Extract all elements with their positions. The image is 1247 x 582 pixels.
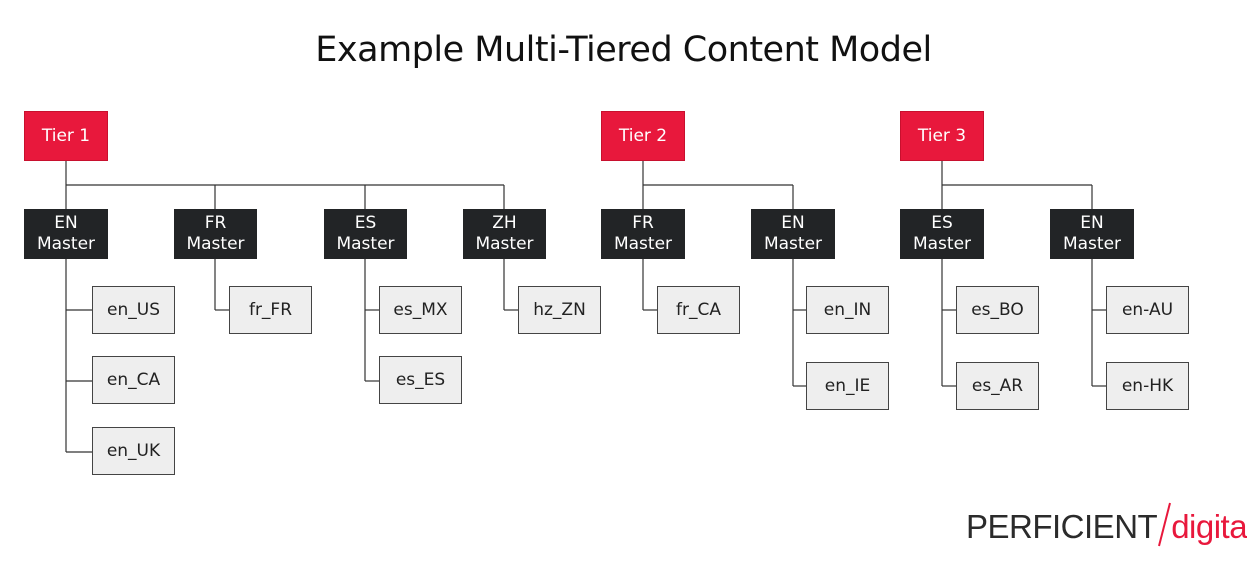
leaf-es-ar: es_AR	[956, 362, 1039, 410]
leaf-fr-fr: fr_FR	[229, 286, 312, 334]
leaf-en-ie: en_IE	[806, 362, 889, 410]
logo-brand-text: PERFICIENT	[966, 508, 1158, 545]
tier-1-box: Tier 1	[24, 111, 108, 161]
leaf-es-bo: es_BO	[956, 286, 1039, 334]
leaf-es-mx: es_MX	[379, 286, 462, 334]
leaf-en-uk: en_UK	[92, 427, 175, 475]
leaf-en-hk: en-HK	[1106, 362, 1189, 410]
perficient-digital-logo: PERFICIENT digital	[966, 497, 1247, 547]
leaf-en-in: en_IN	[806, 286, 889, 334]
leaf-en-au: en-AU	[1106, 286, 1189, 334]
tier-2-box: Tier 2	[601, 111, 685, 161]
leaf-en-ca: en_CA	[92, 356, 175, 404]
leaf-hz-zn: hz_ZN	[518, 286, 601, 334]
logo-sub-text: digital	[1171, 508, 1247, 545]
leaf-fr-ca: fr_CA	[657, 286, 740, 334]
logo-slash-icon	[1157, 501, 1172, 547]
diagram-title: Example Multi-Tiered Content Model	[315, 30, 932, 70]
tier-3-box: Tier 3	[900, 111, 984, 161]
leaf-en-us: en_US	[92, 286, 175, 334]
leaf-es-es: es_ES	[379, 356, 462, 404]
